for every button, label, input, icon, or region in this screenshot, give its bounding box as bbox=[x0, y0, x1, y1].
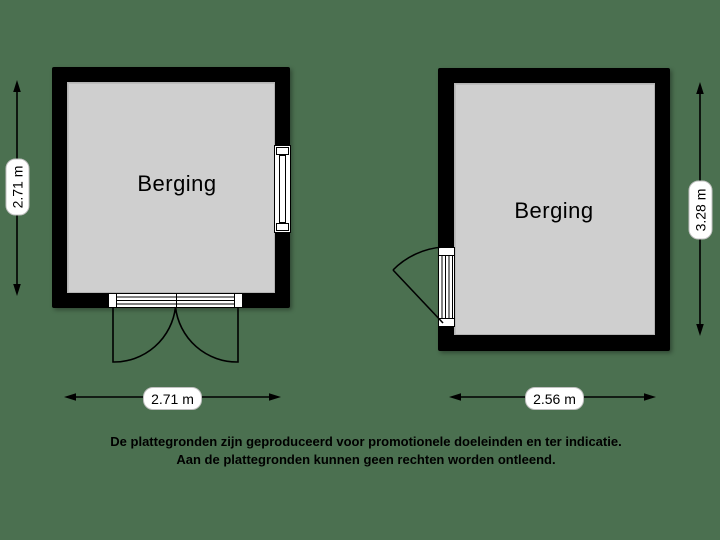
window-icon bbox=[274, 145, 291, 233]
door-sill bbox=[438, 247, 455, 327]
window-frame-end bbox=[276, 223, 289, 231]
door-jamb bbox=[438, 318, 455, 327]
window-frame-end bbox=[276, 147, 289, 155]
door-meeting-line bbox=[175, 293, 177, 308]
height-dimension-pill: 2.71 m bbox=[5, 158, 30, 216]
disclaimer-text: De plattegronden zijn geproduceerd voor … bbox=[6, 433, 720, 469]
room-label: Berging bbox=[514, 198, 594, 223]
height-dimension-pill: 3.28 m bbox=[688, 180, 713, 240]
right-plan-floor bbox=[454, 83, 655, 335]
width-dimension-pill: 2.71 m bbox=[143, 387, 202, 410]
disclaimer-line-2: Aan de plattegronden kunnen geen rechten… bbox=[176, 452, 556, 467]
door-swing-icon bbox=[392, 246, 444, 324]
double-door-swing-icon bbox=[112, 306, 239, 363]
left-plan-floor bbox=[67, 82, 275, 293]
window-glass-line bbox=[279, 155, 286, 223]
door-jamb bbox=[438, 247, 455, 256]
width-dimension-pill: 2.56 m bbox=[525, 387, 584, 410]
room-label: Berging bbox=[137, 171, 217, 196]
disclaimer-line-1: De plattegronden zijn geproduceerd voor … bbox=[110, 434, 622, 449]
